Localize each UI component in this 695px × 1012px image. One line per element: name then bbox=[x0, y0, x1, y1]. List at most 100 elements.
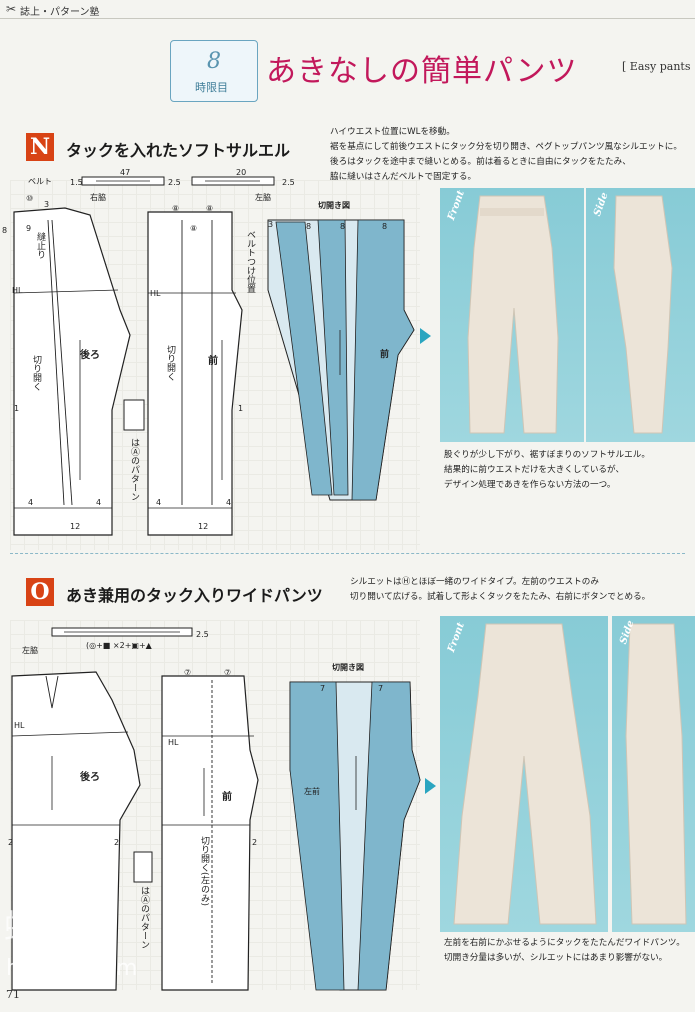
section-n-desc-line: 裾を基点にして前後ウエストにタック分を切り開き、ペグトップパンツ風なシルエットに… bbox=[330, 142, 682, 152]
dim-label: 8 bbox=[382, 222, 388, 231]
section-o-letter: O bbox=[26, 578, 54, 606]
back-pattern-piece bbox=[13, 207, 131, 536]
dim-label: 1 bbox=[238, 404, 244, 413]
dim-label: 1.5 bbox=[70, 178, 83, 187]
dim-label: 1 bbox=[14, 404, 20, 413]
dim-label: 4 bbox=[96, 498, 102, 507]
dart bbox=[45, 675, 59, 709]
caption-line: 左前を右前にかぶせるようにタックをたたんだワイドパンツ。 bbox=[444, 938, 685, 948]
watermark-url: hudie.com bbox=[6, 956, 140, 981]
dim-label: 9 bbox=[26, 224, 32, 233]
dim-label: 8 bbox=[306, 222, 312, 231]
lesson-label: 時限目 bbox=[195, 81, 228, 94]
section-o-title: あき兼用のタック入りワイドパンツ bbox=[66, 586, 323, 605]
cut-diagram-title: 切開き図 bbox=[332, 663, 364, 672]
belt-label: ベルト bbox=[28, 177, 52, 186]
lesson-number: 8 bbox=[207, 49, 221, 74]
page-title-en: [ Easy pants bbox=[622, 60, 691, 73]
right-side-label: 右脇 bbox=[90, 193, 106, 202]
dim-label: ⑦ bbox=[184, 668, 192, 677]
pants-illustration bbox=[453, 623, 597, 925]
dim-label: 8 bbox=[2, 226, 8, 235]
cut-diagram-panel bbox=[357, 681, 421, 991]
cut-left-front-label: 左前 bbox=[304, 787, 320, 796]
dim-label: 7 bbox=[320, 684, 326, 693]
section-o-photo-front: Front bbox=[440, 616, 608, 932]
caption-line: 切開き分量は多いが、シルエットにはあまり影響がない。 bbox=[444, 953, 668, 963]
arrow-right-icon bbox=[420, 328, 431, 344]
cut-diagram-title: 切開き図 bbox=[318, 201, 350, 210]
front-label: 前 bbox=[222, 792, 232, 803]
pattern-a-swatch bbox=[133, 851, 153, 883]
section-o-caption: 左前を右前にかぶせるようにタックをたたんだワイドパンツ。 切開き分量は多いが、シ… bbox=[444, 936, 694, 966]
open-left-label: 切り開く(左のみ) bbox=[199, 836, 209, 907]
dim-label: 2 bbox=[114, 838, 120, 847]
dim-label: 4 bbox=[28, 498, 34, 507]
dim-label: 2.5 bbox=[168, 178, 181, 187]
header-label: 誌上・パターン塾 bbox=[20, 7, 100, 18]
section-n-desc-line: 後ろはタックを途中まで縫いとめる。前は着るときに自由にタックをたたみ、 bbox=[330, 157, 631, 167]
cut-front-label: 前 bbox=[380, 350, 390, 360]
slash-line bbox=[51, 219, 73, 506]
dim-label: ⑧ bbox=[172, 204, 180, 213]
section-o-desc-line: シルエットはⒽとほぼ一緒のワイドタイプ。左前のウエストのみ bbox=[350, 577, 599, 587]
watermark: 蝴蝶 bbox=[4, 908, 72, 948]
page-number: 71 bbox=[6, 988, 20, 1001]
pattern-a-note: はⒶのパターン bbox=[129, 438, 139, 501]
dim-label: 2.5 bbox=[196, 630, 209, 639]
section-o-pattern-diagram bbox=[11, 627, 421, 991]
belt-position-label: ベルトつけ位置 bbox=[245, 230, 255, 293]
hip-line bbox=[13, 289, 119, 294]
formula-label: (◎+■ ×2+▣+▲ bbox=[86, 641, 152, 650]
lesson-badge: 8 時限目 bbox=[170, 40, 258, 102]
dim-label: 7 bbox=[378, 684, 384, 693]
dim-label: 2.5 bbox=[282, 178, 295, 187]
open-label: 切り開く bbox=[31, 355, 41, 391]
left-side-label: 左脇 bbox=[22, 646, 38, 655]
section-o-description: シルエットはⒽとほぼ一緒のワイドタイプ。左前のウエストのみ 切り開いて広げる。試… bbox=[350, 575, 690, 605]
hip-line bbox=[11, 731, 129, 737]
page-header: ✂ 誌上・パターン塾 bbox=[0, 0, 695, 19]
dim-label: 12 bbox=[70, 522, 81, 531]
hip-line-label: HL bbox=[12, 286, 23, 295]
cut-diagram-panel bbox=[289, 681, 345, 991]
left-side-label: 左脇 bbox=[255, 193, 271, 202]
back-label: 後ろ bbox=[80, 350, 100, 361]
pants-illustration bbox=[467, 195, 559, 434]
section-n-letter: N bbox=[26, 133, 54, 161]
dim-label: ⑦ bbox=[224, 668, 232, 677]
section-n-desc-line: ハイウエスト位置にWLを移動。 bbox=[330, 127, 455, 137]
dim-label: ⑧ bbox=[190, 224, 198, 233]
arrow-right-icon bbox=[425, 778, 436, 794]
section-n-caption: 股ぐりが少し下がり、裾すぼまりのソフトサルエル。 結果的に前ウエストだけを大きく… bbox=[444, 448, 694, 493]
open-label: 切り開く bbox=[165, 345, 175, 381]
section-n-photo-front: Front bbox=[440, 188, 584, 442]
section-o-photo-side: Side bbox=[612, 616, 695, 932]
cut-diagram-panel bbox=[351, 219, 415, 501]
dim-label: ⑩ bbox=[26, 194, 34, 203]
front-pattern-piece bbox=[161, 675, 259, 991]
dim-label: 3 bbox=[44, 200, 50, 209]
caption-line: デザイン処理であきを作らない方法の一つ。 bbox=[444, 480, 616, 490]
dim-label: ⑧ bbox=[206, 204, 214, 213]
dim-label: 4 bbox=[226, 498, 232, 507]
back-label: 後ろ bbox=[80, 772, 100, 783]
pattern-a-note: はⒶのパターン bbox=[139, 886, 149, 949]
cut-diagram-panel bbox=[275, 221, 333, 496]
stitch-stop-label: 縫止り bbox=[35, 232, 45, 259]
front-label: 前 bbox=[208, 356, 218, 367]
dim-label: 12 bbox=[198, 522, 209, 531]
dim-label: 47 bbox=[120, 168, 131, 177]
section-o-desc-line: 切り開いて広げる。試着して形よくタックをたたみ、右前にボタンでとめる。 bbox=[350, 592, 651, 602]
cut-diagram-panel bbox=[317, 219, 349, 496]
scissors-icon: ✂ bbox=[6, 2, 17, 16]
hip-line-label: HL bbox=[150, 289, 161, 298]
hip-line-label: HL bbox=[168, 738, 179, 747]
dim-label: 2 bbox=[252, 838, 258, 847]
section-n-desc-line: 脇に縫いはさんだベルトで固定する。 bbox=[330, 172, 477, 182]
caption-line: 結果的に前ウエストだけを大きくしているが、 bbox=[444, 465, 625, 475]
section-n-photo-side: Side bbox=[586, 188, 695, 442]
hip-line-label: HL bbox=[14, 721, 25, 730]
pants-illustration bbox=[625, 623, 687, 925]
